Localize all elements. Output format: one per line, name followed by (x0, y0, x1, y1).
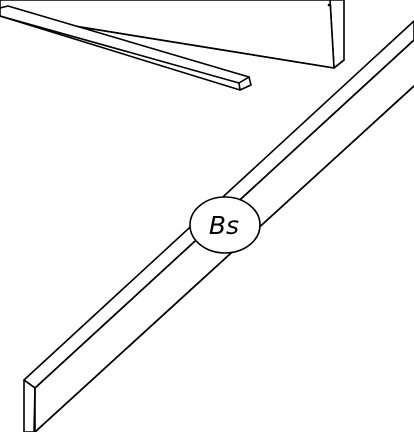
part-label-text: Bs (209, 211, 239, 240)
thin-slat (0, 5, 252, 91)
part-label-callout (189, 196, 261, 254)
